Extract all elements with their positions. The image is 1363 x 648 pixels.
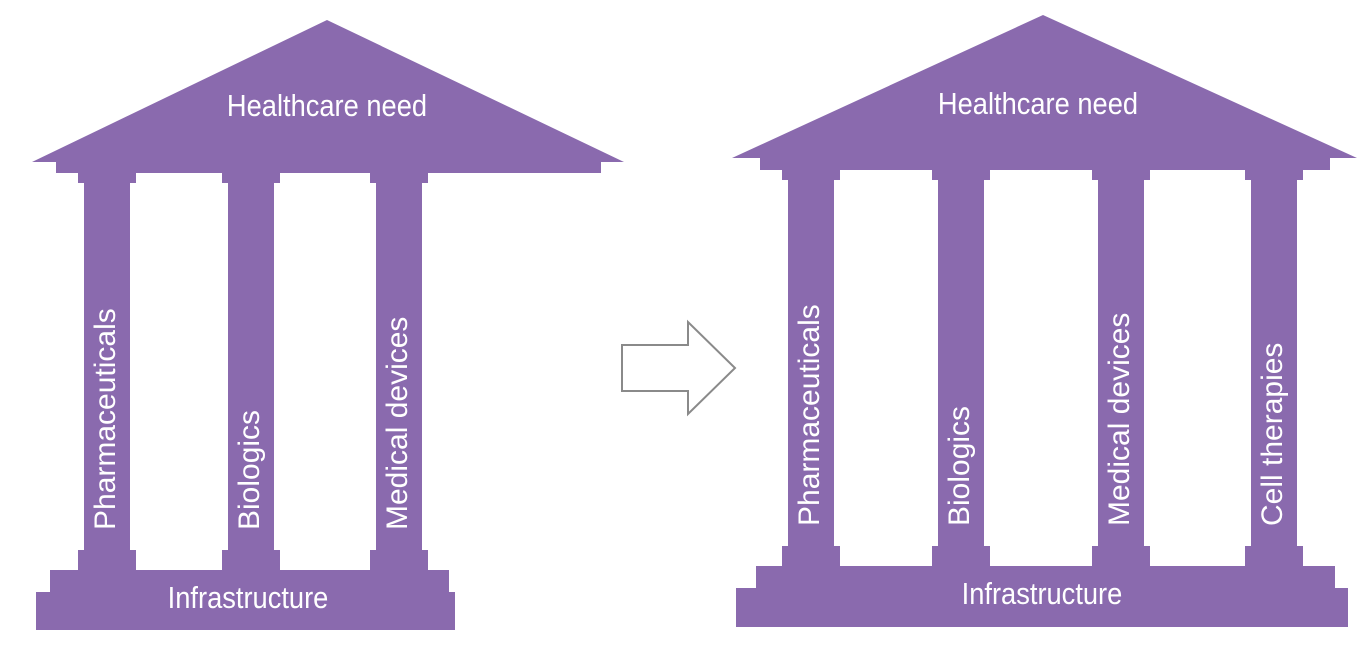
pillar-label-before-pharmaceuticals: Pharmaceuticals — [89, 308, 122, 530]
pillar-capital — [782, 170, 840, 180]
roof-label-before: Healthcare need — [227, 90, 427, 124]
roof-label-after: Healthcare need — [938, 88, 1138, 122]
pillar-capital — [932, 170, 990, 180]
pillar-foot — [782, 546, 840, 566]
pillar-after-medical-devices — [1098, 176, 1144, 551]
pillar-foot — [1092, 546, 1150, 566]
pillar-label-before-biologics: Biologics — [233, 410, 266, 530]
pillar-label-after-pharmaceuticals: Pharmaceuticals — [793, 304, 826, 526]
pillar-foot — [1245, 546, 1303, 566]
foundation-after — [736, 566, 1348, 627]
foundation-before — [36, 570, 455, 630]
pillar-label-after-biologics: Biologics — [943, 406, 976, 526]
pillar-label-before-medical-devices: Medical devices — [381, 317, 414, 530]
pillar-after-pharmaceuticals — [788, 176, 834, 551]
temple-before: Healthcare need Pharmaceuticals Biologic… — [32, 20, 624, 630]
pillar-label-after-medical-devices: Medical devices — [1103, 313, 1136, 526]
pillar-foot — [932, 546, 990, 566]
pillar-foot — [370, 550, 428, 570]
pillar-before-pharmaceuticals — [84, 180, 130, 555]
pillar-after-biologics — [938, 176, 984, 551]
right-arrow-outline-icon — [621, 319, 737, 417]
pillar-capital — [370, 173, 428, 183]
temple-after: Healthcare need Pharmaceuticals Biologic… — [732, 15, 1357, 627]
pillar-foot — [222, 550, 280, 570]
pillar-before-biologics — [228, 180, 274, 555]
base-label-after: Infrastructure — [962, 578, 1123, 612]
base-label-before: Infrastructure — [168, 582, 329, 616]
pillar-foot — [78, 550, 136, 570]
pillar-after-cell-therapies — [1251, 176, 1297, 551]
roof-after — [732, 15, 1357, 170]
pillar-capital — [78, 173, 136, 183]
pillar-before-medical-devices — [376, 180, 422, 555]
pillar-capital — [1092, 170, 1150, 180]
pillar-capital — [222, 173, 280, 183]
roof-before — [32, 20, 624, 173]
pillar-label-after-cell-therapies: Cell therapies — [1256, 343, 1289, 526]
pillar-capital — [1245, 170, 1303, 180]
